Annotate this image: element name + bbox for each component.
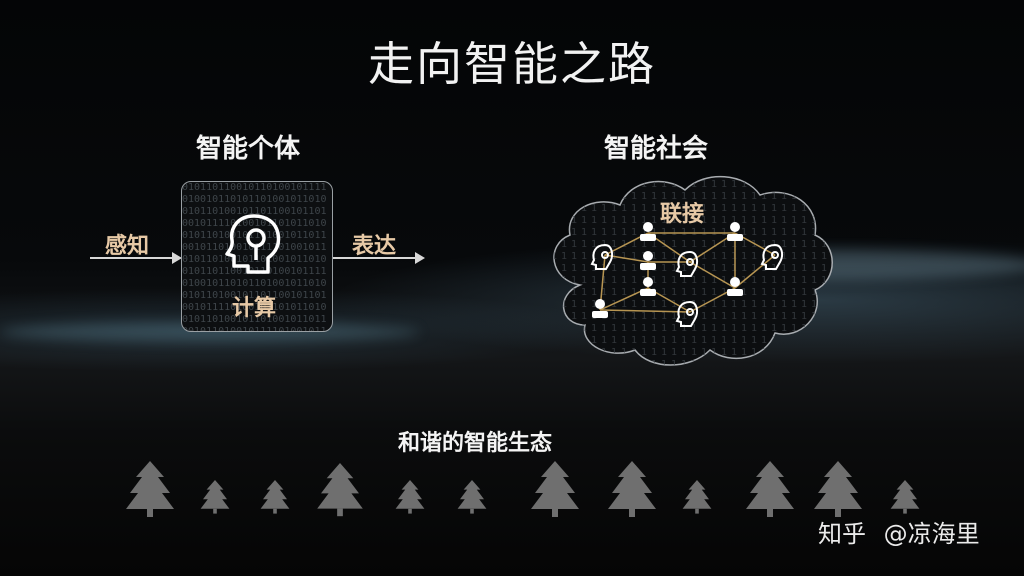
- tree-icon: [890, 480, 920, 514]
- tree-icon: [200, 480, 230, 514]
- head-circuit-icon: [225, 214, 281, 274]
- tree-icon: [317, 463, 363, 517]
- society-heading: 智能社会: [604, 134, 709, 164]
- cloud-network: 1: [553, 176, 833, 366]
- head-circuit-icon: [675, 300, 699, 327]
- input-arrow-line: [90, 257, 172, 259]
- connection-label: 联接: [660, 202, 705, 227]
- head-circuit-icon: [675, 250, 699, 277]
- tree-icon: [814, 461, 862, 517]
- tree-icon: [682, 480, 712, 514]
- tree-icon: [746, 461, 794, 517]
- tree-icon: [531, 461, 579, 517]
- person-icon: [592, 299, 608, 318]
- arrow-right-icon: [172, 252, 182, 264]
- tree-icon: [260, 480, 290, 514]
- person-icon: [727, 222, 743, 241]
- person-icon: [727, 277, 743, 296]
- head-circuit-icon: [760, 243, 784, 270]
- person-icon: [640, 251, 656, 270]
- arrow-right-icon: [415, 252, 425, 264]
- tree-icon: [126, 461, 174, 517]
- computation-box: 0101101100101101001011110100101101011010…: [181, 181, 333, 332]
- tree-icon: [395, 480, 425, 514]
- head-circuit-icon: [590, 243, 614, 270]
- person-icon: [640, 222, 656, 241]
- watermark-site: 知乎: [818, 520, 866, 548]
- perception-label: 感知: [105, 234, 150, 259]
- individual-heading: 智能个体: [196, 134, 301, 164]
- person-icon: [640, 277, 656, 296]
- expression-label: 表达: [352, 234, 397, 259]
- computation-label: 计算: [232, 296, 277, 321]
- watermark-author: @凉海里: [883, 520, 980, 548]
- watermark: 知乎 @凉海里: [818, 514, 980, 549]
- ecosystem-heading: 和谐的智能生态: [398, 431, 553, 456]
- tree-icon: [608, 461, 656, 517]
- slide-title: 走向智能之路: [368, 37, 656, 91]
- output-arrow-line: [333, 257, 415, 259]
- tree-icon: [457, 480, 487, 514]
